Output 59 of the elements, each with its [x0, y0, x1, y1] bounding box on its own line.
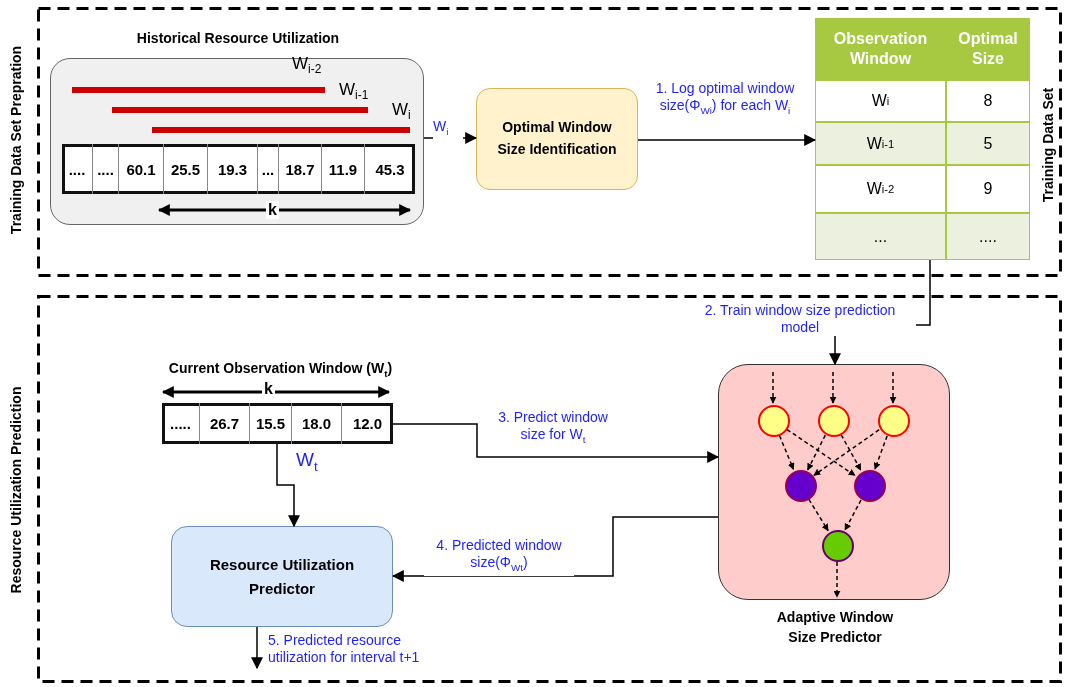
dashed-arrow: [840, 434, 862, 471]
panel-title: Adaptive Window Size Predictor: [775, 608, 895, 647]
process-box: Optimal Window Size Identification: [476, 88, 638, 190]
window-title: Current Observation Window (W$_{t}$): [167, 360, 394, 379]
arrow: [391, 516, 719, 582]
data-value: ....: [67, 159, 87, 180]
edge-label: W$_{i}$: [433, 118, 463, 140]
dashed-arrow: [808, 498, 829, 532]
neuron-circle: [785, 470, 817, 502]
table-cell: 5: [946, 122, 1030, 165]
dimension-label: k: [266, 201, 279, 219]
window-label: W$_{i-1}$: [338, 80, 370, 103]
edge-label: 4. Predicted window size(Φ$_{Wt}$): [424, 537, 574, 576]
data-value: 12.0: [341, 403, 393, 444]
data-value: ...: [257, 144, 278, 194]
dashed-arrow: [806, 434, 827, 471]
neuron-circle: [758, 405, 790, 437]
table-cell: 8: [946, 80, 1030, 122]
data-value: 45.3: [364, 144, 415, 194]
table-header: Observation Window: [815, 18, 946, 80]
process-box: Resource Utilization Predictor: [171, 526, 393, 627]
dashed-arrow: [813, 429, 880, 476]
data-value: ....: [92, 144, 118, 194]
panel-title: Historical Resource Utilization: [135, 30, 341, 46]
data-value: 25.5: [163, 144, 207, 194]
arrow: [276, 443, 300, 528]
window-label: W$_{i-2}$: [291, 54, 323, 77]
arrow: [392, 423, 720, 463]
window-label: W$_{i}$: [391, 100, 412, 123]
data-value: 18.0: [291, 403, 341, 444]
dashed-arrow: [769, 371, 777, 404]
table-cell: 9: [946, 165, 1030, 213]
neuron-circle: [822, 530, 854, 562]
dashed-arrow: [833, 561, 841, 598]
dashed-arrow: [786, 428, 856, 477]
dashed-arrow: [889, 371, 897, 404]
data-value: .....: [169, 414, 192, 434]
neuron-circle: [854, 470, 886, 502]
neuron-circle: [878, 405, 910, 437]
dashed-arrow: [844, 499, 862, 531]
arrow: [637, 134, 817, 146]
data-value: 15.5: [249, 403, 291, 444]
arrow: [251, 626, 263, 670]
data-value: 26.7: [199, 403, 249, 444]
table-title: Training Data Set: [1040, 87, 1056, 203]
data-strip: [62, 144, 415, 194]
neuron-circle: [818, 405, 850, 437]
dashed-arrow: [778, 434, 795, 471]
table-cell: ...: [815, 213, 946, 260]
dashed-arrow: [873, 435, 888, 470]
section-title: Training Data Set Prepration: [8, 45, 24, 235]
table-header: Optimal Size: [946, 18, 1030, 80]
section-title: Resource Utilization Prediction: [8, 386, 24, 594]
data-value: 18.7: [278, 144, 321, 194]
table-cell: ....: [946, 213, 1030, 260]
dashed-arrow: [829, 371, 837, 404]
data-value: 11.9: [321, 144, 364, 194]
data-value: 60.1: [118, 144, 163, 194]
data-value: 19.3: [207, 144, 257, 194]
